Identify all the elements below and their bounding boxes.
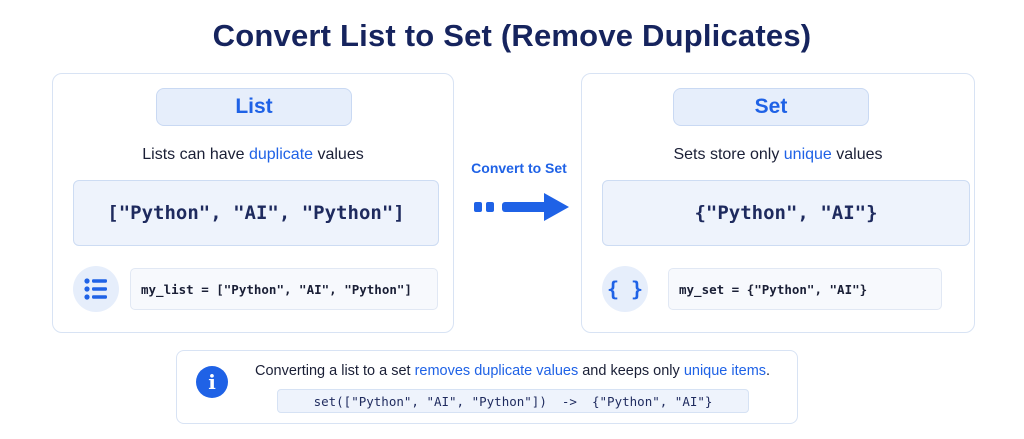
info-note: i Converting a list to a set removes dup… (176, 350, 798, 424)
note-highlight-2: unique items (683, 363, 767, 379)
set-desc-after: values (831, 146, 883, 163)
note-code-example: set(["Python", "AI", "Python"]) -> {"Pyt… (277, 389, 749, 413)
note-highlight-1: removes duplicate values (414, 363, 579, 379)
braces-glyph: { } (606, 277, 644, 301)
set-panel: Set Sets store only unique values {"Pyth… (581, 73, 975, 333)
info-icon: i (196, 366, 228, 398)
set-literal-code: {"Python", "AI"} (602, 180, 970, 246)
note-text-1: Converting a list to a set (255, 363, 415, 379)
convert-label: Convert to Set (471, 160, 567, 176)
list-description: Lists can have duplicate values (53, 146, 453, 164)
list-literal-code: ["Python", "AI", "Python"] (73, 180, 439, 246)
set-description: Sets store only unique values (582, 146, 974, 164)
set-desc-highlight: unique (783, 146, 832, 163)
set-desc-before: Sets store only (673, 146, 784, 163)
braces-icon: { } (602, 266, 648, 312)
note-text: Converting a list to a set removes dupli… (255, 363, 770, 379)
arrow-right-icon (474, 193, 569, 221)
diagram-title: Convert List to Set (Remove Duplicates) (212, 18, 812, 53)
note-text-2: and keeps only (578, 363, 684, 379)
set-heading: Set (673, 88, 869, 126)
list-code-snippet: my_list = ["Python", "AI", "Python"] (130, 268, 438, 310)
list-heading: List (156, 88, 352, 126)
list-desc-before: Lists can have (142, 146, 249, 163)
set-code-snippet: my_set = {"Python", "AI"} (668, 268, 942, 310)
list-icon (73, 266, 119, 312)
list-desc-highlight: duplicate (248, 146, 314, 163)
note-text-3: . (766, 363, 771, 379)
list-desc-after: values (313, 146, 364, 163)
list-panel: List Lists can have duplicate values ["P… (52, 73, 454, 333)
